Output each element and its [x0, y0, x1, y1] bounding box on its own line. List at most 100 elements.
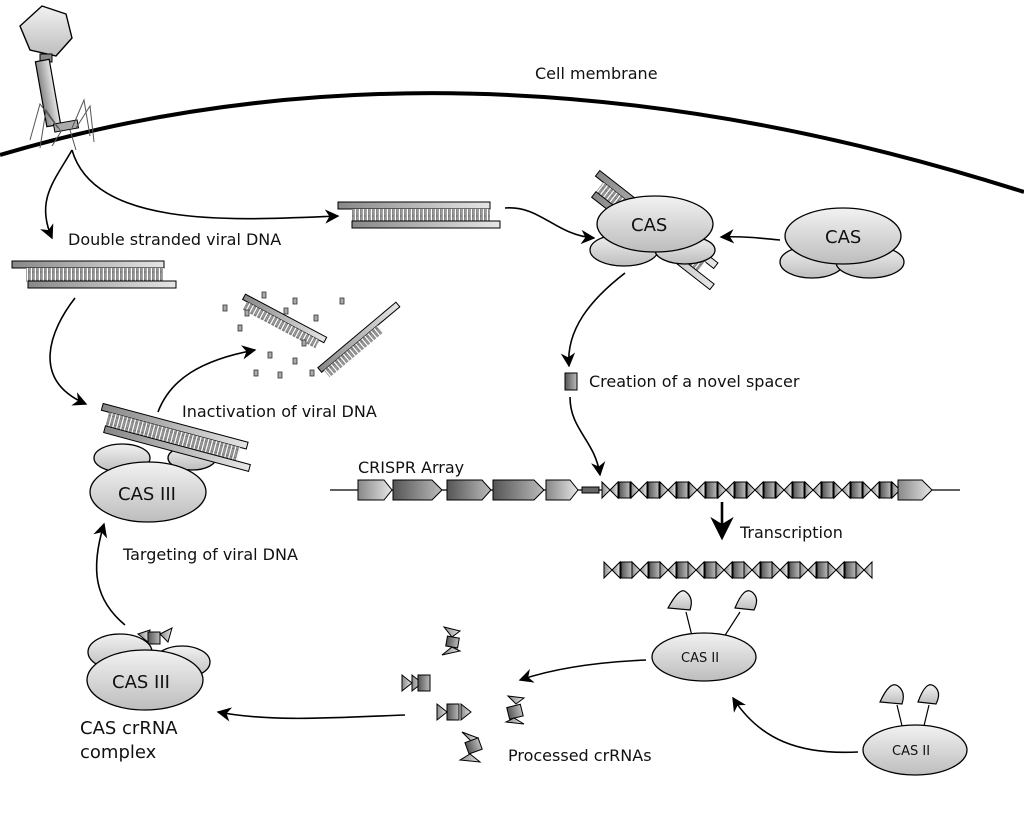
novel-spacer [564, 372, 578, 391]
repeat-mark [715, 560, 725, 580]
repeat-mark [862, 480, 872, 500]
arrow-phage-to-left-dna [40, 149, 73, 240]
spacer-mark [879, 481, 892, 499]
degraded-dna [222, 291, 401, 379]
repeat-mark [725, 480, 735, 500]
cas-label: CAS [631, 215, 667, 236]
creation-spacer-label: Creation of a novel spacer [589, 372, 800, 391]
repeat-mark [695, 560, 705, 580]
repeat-mark [609, 480, 619, 500]
repeat-mark [667, 560, 677, 580]
repeat-mark [751, 560, 761, 580]
repeat-mark [827, 560, 837, 580]
cas-free [779, 207, 905, 279]
repeat-mark [779, 560, 789, 580]
repeat-mark [855, 560, 865, 580]
arrow-cas-free-to-complex [719, 229, 781, 244]
complex-label-line2: complex [80, 742, 157, 763]
processed-label: Processed crRNAs [508, 746, 652, 765]
cas-free-label: CAS [825, 227, 861, 248]
repeat-mark [891, 480, 901, 500]
cas-complex-top [589, 169, 719, 291]
repeat-mark [639, 560, 649, 580]
repeat-mark [799, 560, 809, 580]
spacer-mark [732, 561, 745, 579]
arrow-dna-to-cas3 [49, 297, 88, 406]
crispr-array-label: CRISPR Array [358, 458, 464, 477]
spacer-mark [763, 481, 776, 499]
cas3-targeting [89, 402, 251, 523]
complex-label-line1: CAS crRNA [80, 718, 178, 739]
arrow-inactivation [157, 345, 257, 413]
spacer-mark [760, 561, 773, 579]
targeting-label: Targeting of viral DNA [122, 545, 298, 564]
cell-membrane-label: Cell membrane [535, 64, 658, 83]
repeat-mark [659, 560, 669, 580]
spacer-mark [734, 481, 747, 499]
double-stranded-label: Double stranded viral DNA [68, 230, 281, 249]
viral-dna-left [11, 260, 177, 289]
spacer-mark [821, 481, 834, 499]
spacer-mark [704, 561, 717, 579]
spacer-mark [850, 481, 863, 499]
spacer-mark [816, 561, 829, 579]
repeat-mark [631, 560, 641, 580]
arrow-phage-to-dna [71, 149, 340, 224]
repeat-mark [687, 560, 697, 580]
arrow-complex-to-targeting [93, 522, 126, 626]
repeat-mark [775, 480, 785, 500]
spacer-mark [676, 481, 689, 499]
repeat-mark [807, 560, 817, 580]
bacteriophage-icon [19, 5, 95, 151]
repeat-mark [667, 480, 677, 500]
repeat-mark [717, 480, 727, 500]
cas3-target-label: CAS III [118, 484, 176, 505]
repeat-mark [696, 480, 706, 500]
viral-dna-top [337, 201, 501, 229]
repeat-mark [688, 480, 698, 500]
processed-crrnas [401, 626, 526, 763]
spacer-mark [648, 561, 661, 579]
repeat-mark [870, 480, 880, 500]
repeat-mark [812, 480, 822, 500]
inactivation-label: Inactivation of viral DNA [182, 402, 377, 421]
cas2-free-label: CAS II [892, 744, 930, 759]
spacer-mark [788, 561, 801, 579]
repeat-mark [835, 560, 845, 580]
repeat-mark [841, 480, 851, 500]
spacer-mark [620, 561, 633, 579]
arrow-spacer-to-array [569, 396, 606, 477]
cas3-complex-label: CAS III [112, 672, 170, 693]
arrow-cas-to-spacer [560, 272, 626, 368]
spacer-mark [647, 481, 660, 499]
cas2-main-label: CAS II [681, 651, 719, 666]
spacer-mark [676, 561, 689, 579]
repeat-mark [601, 480, 611, 500]
cas2-free [862, 684, 968, 776]
repeat-mark [771, 560, 781, 580]
cell-membrane-line [0, 91, 1024, 194]
spacer-mark [844, 561, 857, 579]
spacer-mark [792, 481, 805, 499]
cas3-complex-bottom [86, 627, 211, 711]
arrow-processed-to-complex [216, 707, 406, 722]
repeat-mark [603, 560, 613, 580]
repeat-mark [659, 480, 669, 500]
repeat-mark [804, 480, 814, 500]
repeat-mark [723, 560, 733, 580]
repeat-mark [783, 480, 793, 500]
crispr-array [330, 479, 960, 501]
spacer-mark [618, 481, 631, 499]
arrow-cas2-to-processed [518, 659, 647, 683]
cas2-main [651, 590, 758, 682]
arrow-cas2-free-to-main [732, 696, 859, 754]
arrow-dna-to-cas [504, 207, 596, 245]
repeat-mark [611, 560, 621, 580]
repeat-mark [863, 560, 873, 580]
repeat-mark [833, 480, 843, 500]
repeat-mark [746, 480, 756, 500]
transcription-label: Transcription [739, 523, 843, 542]
repeat-mark [743, 560, 753, 580]
pre-crrna [603, 560, 873, 580]
